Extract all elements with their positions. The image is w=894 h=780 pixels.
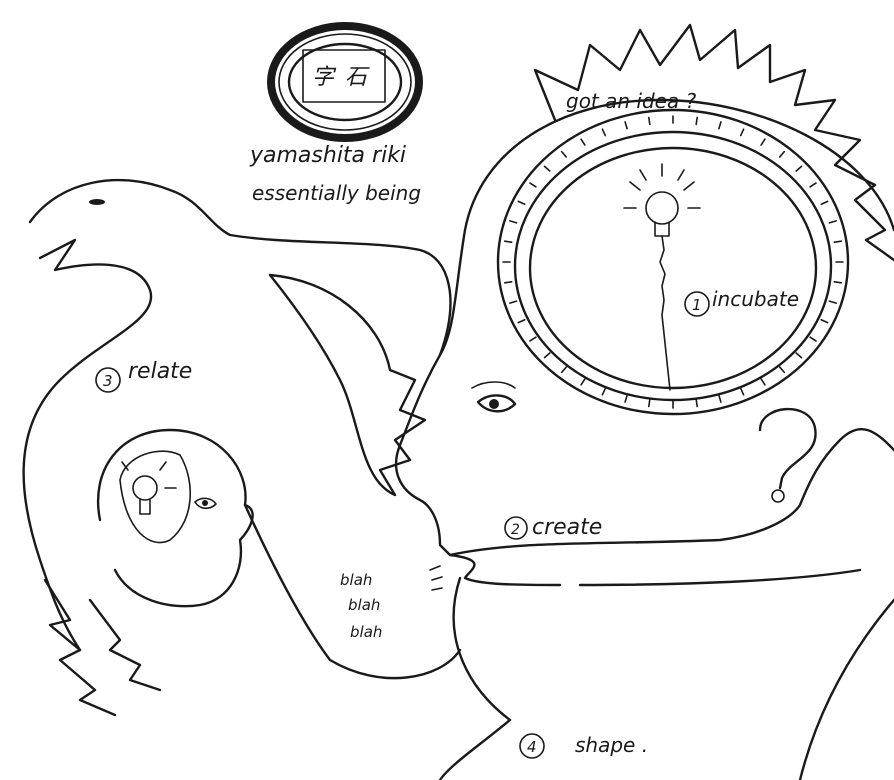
brain-tick (602, 388, 605, 394)
brain-tick (719, 395, 721, 402)
brain-tick (562, 152, 567, 157)
brain-tick (505, 282, 512, 283)
small-lightbulb-icon (122, 462, 176, 514)
brain-tick (696, 117, 697, 124)
mouth-line (450, 555, 560, 585)
logo-stamp: 字 石 (267, 22, 423, 142)
small-eye-icon (195, 498, 216, 508)
brain-tick (741, 388, 744, 394)
small-brain (120, 451, 190, 542)
brain-tick (510, 221, 517, 223)
step4-number: 4 (527, 738, 537, 756)
brain-tick (796, 166, 801, 171)
brain-tick (761, 139, 765, 145)
step3-label: relate (128, 359, 192, 384)
brain-tick (829, 221, 836, 223)
bird-outline (24, 180, 451, 650)
step4-label: shape . (575, 733, 648, 757)
brain-tick (581, 379, 585, 385)
speech-line-3: blah (350, 623, 382, 641)
brain-tick (780, 152, 785, 157)
big-body-outline (440, 570, 894, 780)
brain-tick (829, 301, 836, 303)
svg-text:石: 石 (345, 65, 370, 90)
brain-tick (780, 367, 785, 372)
logo-caption-line2: essentially being (252, 181, 421, 205)
brain-tick (796, 353, 801, 358)
step1-label: incubate (712, 287, 799, 311)
brain-tick (581, 139, 585, 145)
brain-tick (530, 337, 536, 341)
brain-tick (834, 282, 841, 283)
brain-tick (510, 301, 517, 303)
brain-tick (562, 367, 567, 372)
speech-line-1: blah (340, 571, 372, 589)
brain-tick (505, 241, 512, 242)
brain-outer-ring (498, 110, 848, 414)
big-head-outline (396, 100, 894, 555)
brain-tick (810, 183, 816, 187)
brain-tick (625, 395, 627, 402)
speech-text: blah blah blah (340, 566, 442, 641)
bird-wing (270, 275, 425, 495)
lightbulb-icon (624, 164, 700, 390)
step2-label: create (532, 515, 602, 540)
step2-number: 2 (511, 522, 520, 538)
hair-spikes (535, 25, 894, 260)
brain-tick (602, 129, 605, 135)
brain-inner-ring (515, 132, 831, 400)
svg-text:字: 字 (312, 65, 337, 90)
small-head-outline (98, 430, 253, 606)
brain-tick (821, 201, 827, 204)
brain-tick (625, 122, 627, 129)
brain-tick (545, 353, 550, 358)
brain-tick (518, 320, 524, 323)
connector-tube (245, 505, 460, 678)
brain-tick (696, 400, 697, 407)
brain-tick (821, 320, 827, 323)
brain-tick (719, 122, 721, 129)
brain-core (530, 148, 816, 388)
brain-tick (530, 183, 536, 187)
speech-line-2: blah (348, 596, 380, 614)
brain-tick (741, 129, 744, 135)
brain-tick-marks (503, 116, 843, 408)
brain-tick (834, 241, 841, 242)
brain-tick (545, 166, 550, 171)
step3-number: 3 (103, 372, 113, 390)
brain-tick (761, 379, 765, 385)
brain-tick (649, 400, 650, 407)
brain-tick (810, 337, 816, 341)
tail-feathers (45, 580, 160, 715)
eye-icon (472, 382, 515, 411)
logo-caption-line1: yamashita riki (249, 143, 406, 168)
step1-number: 1 (692, 296, 702, 314)
brain-tick (518, 201, 524, 204)
brain-tick (649, 117, 650, 124)
